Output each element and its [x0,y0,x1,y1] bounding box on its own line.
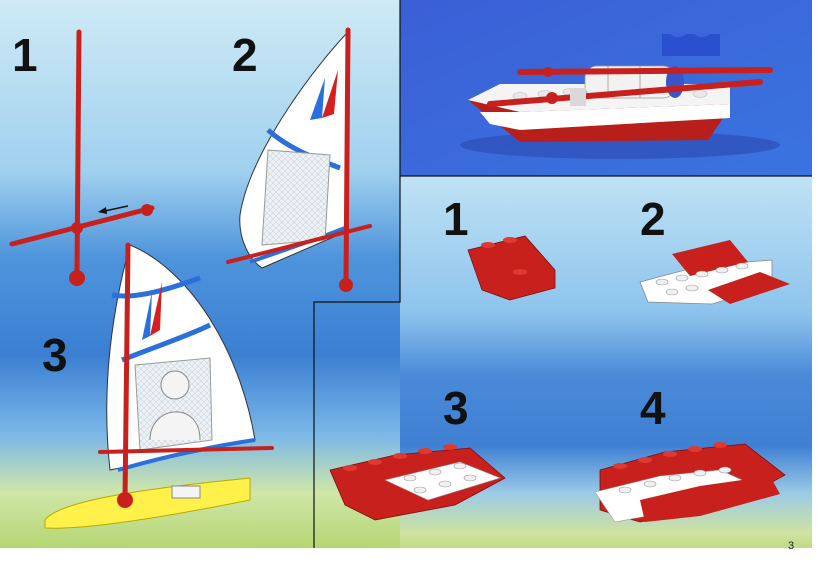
boat-step-number-4: 4 [640,382,666,434]
windsurfer-step-number-2: 2 [232,29,258,81]
boat-step-1-illustration [467,235,556,301]
boat-step-number-1: 1 [443,193,469,245]
windsurfer-step-number-1: 1 [12,29,38,81]
finished-boat-photo [460,31,780,159]
boat-step-number-2: 2 [640,193,666,245]
boat-step-3-illustration [329,444,506,521]
boat-step-number-3: 3 [443,382,469,434]
windsurfer-step-1-illustration [9,29,155,286]
boat-step-2-illustration [639,240,790,305]
page-number: 3 [788,540,795,552]
windsurfer-step-2-illustration [226,27,372,292]
windsurfer-step-number-3: 3 [42,329,68,381]
boat-step-4-illustration [594,442,786,523]
windsurfer-step-3-illustration [44,242,274,529]
